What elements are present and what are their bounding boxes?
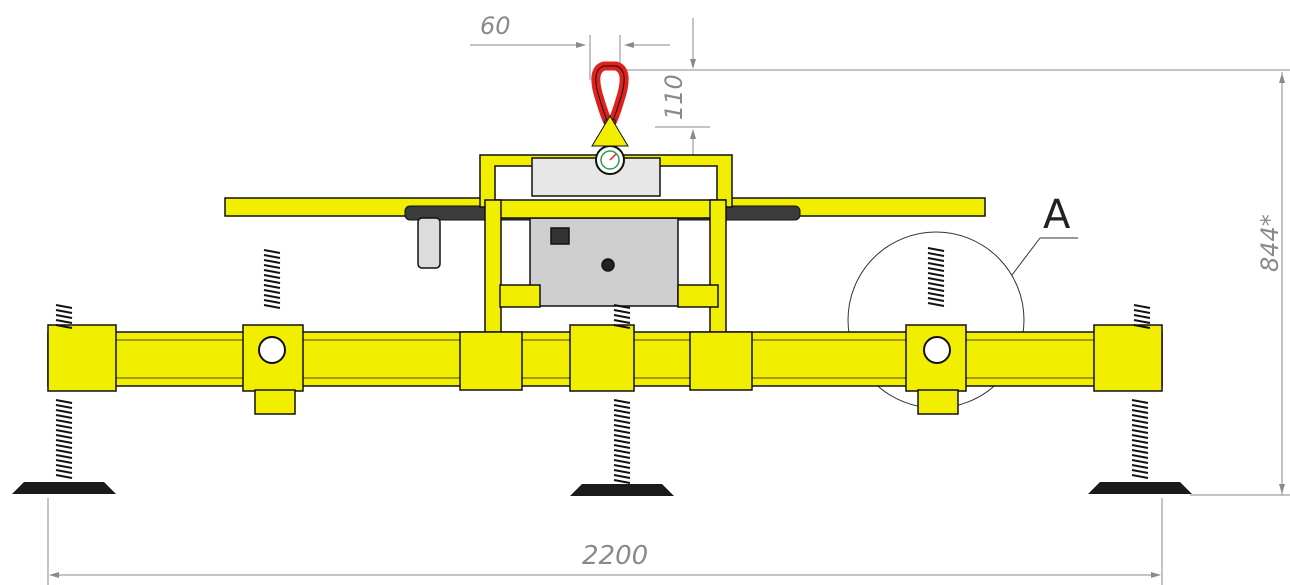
spring [1133,304,1151,329]
suction-cup [570,484,674,496]
spring-assemblies [55,247,1151,484]
spring [613,399,631,484]
suction-cup [12,482,116,494]
dimension-60: 60 [480,12,511,40]
spring [263,249,281,309]
suction-cup [1088,482,1192,494]
pressure-gauge [595,145,625,175]
beam-brackets [47,324,1163,415]
spring [55,399,73,479]
dimension-110: 110 [660,74,688,120]
spring [613,304,631,329]
spring [927,247,945,307]
dimension-844: 844* [1256,214,1284,272]
spring [1131,399,1149,479]
dimension-2200: 2200 [582,541,648,571]
detail-label-a: A [1043,192,1071,238]
spring [55,304,73,329]
eye-bolts [258,336,951,364]
suction-cups [12,482,1192,496]
lifting-shackle [591,61,629,147]
